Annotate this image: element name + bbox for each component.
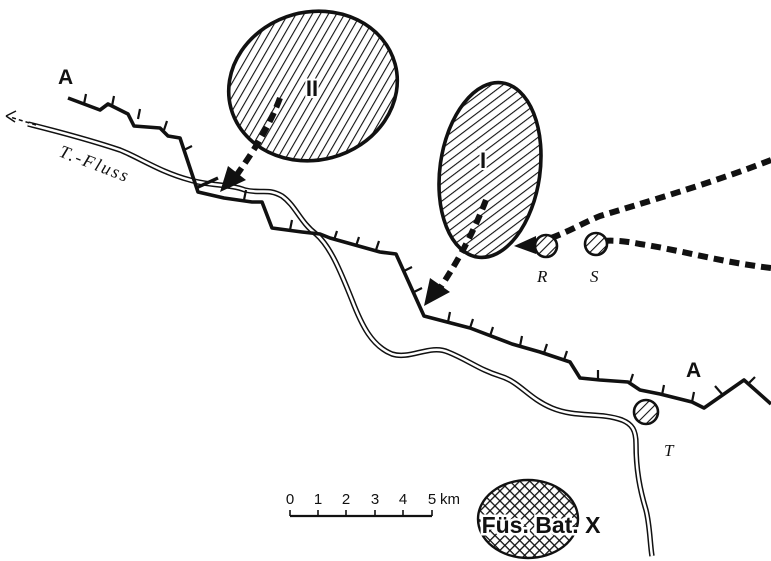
point-s-marker bbox=[583, 231, 609, 257]
scale-tick-4: 4 bbox=[399, 491, 407, 508]
scale-tick-2: 2 bbox=[342, 491, 350, 508]
unit-label: Füs. Bat. X bbox=[482, 512, 602, 538]
river-flow-arrowhead bbox=[5, 110, 17, 123]
point-t-marker bbox=[632, 398, 660, 426]
scale-tick-1: 1 bbox=[314, 491, 322, 508]
front-line-a bbox=[67, 93, 771, 410]
attack-arrow-zone-two bbox=[220, 96, 283, 192]
advance-route-r bbox=[514, 157, 771, 254]
zone-two-label: II bbox=[306, 76, 318, 101]
scale-tick-3: 3 bbox=[371, 491, 379, 508]
scale-tick-0: 0 bbox=[286, 491, 294, 508]
attack-arrow-zone-one bbox=[424, 198, 489, 306]
advance-route-s bbox=[595, 237, 771, 271]
scale-unit: km bbox=[440, 491, 460, 508]
zone-one bbox=[437, 80, 543, 260]
unit-symbol bbox=[476, 478, 580, 560]
point-r-marker bbox=[533, 233, 559, 259]
zone-two bbox=[226, 9, 400, 163]
point-r-label: R bbox=[536, 267, 548, 286]
zone-one-label: I bbox=[480, 148, 486, 173]
front-line-label-east: A bbox=[686, 359, 701, 382]
point-s-label: S bbox=[590, 267, 599, 286]
scale-tick-5: 5 bbox=[428, 491, 436, 508]
scale-bar: 0 1 2 3 4 5 km bbox=[286, 491, 460, 518]
river-flow-arrow bbox=[9, 116, 37, 126]
point-t-label: T bbox=[664, 441, 675, 460]
front-line-label-west: A bbox=[58, 66, 73, 89]
